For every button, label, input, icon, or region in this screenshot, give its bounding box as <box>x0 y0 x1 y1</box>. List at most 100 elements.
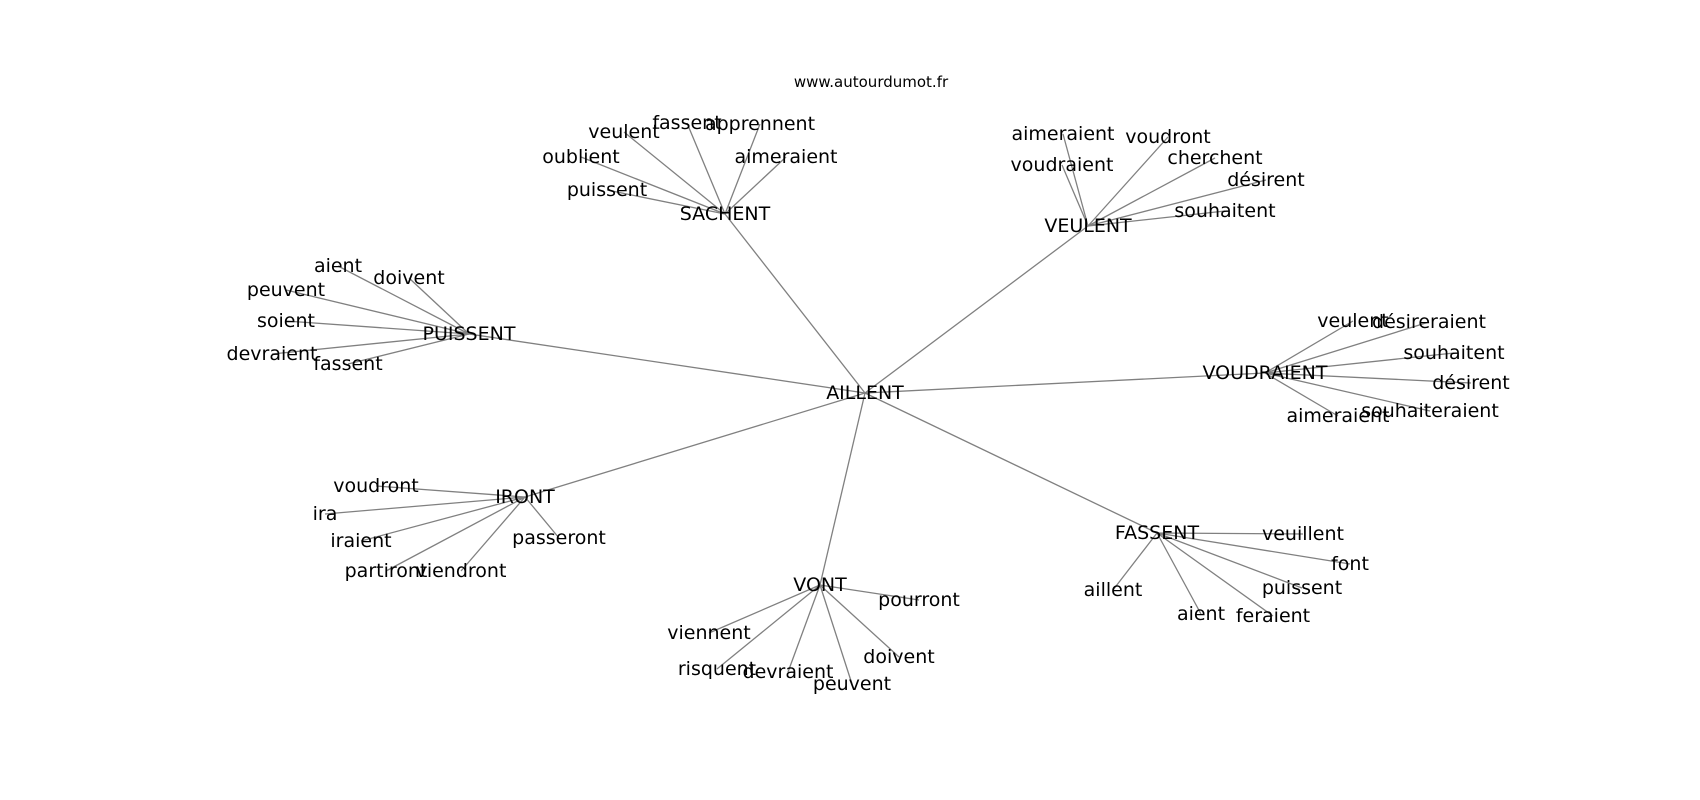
edge-vont-leaf <box>819 584 853 685</box>
edge-iront-leaf <box>460 496 526 572</box>
leaf-word[interactable]: voudront <box>1125 126 1210 148</box>
leaf-word[interactable]: voudront <box>333 475 418 497</box>
edge-veulent-leaf <box>1087 179 1267 227</box>
edge-vont-leaf <box>708 584 821 634</box>
edge-voudraient-leaf <box>1264 372 1339 417</box>
edge-veulent-leaf <box>1087 157 1216 227</box>
edge-vont-leaf <box>787 584 821 673</box>
edge-fassent-leaf <box>1156 532 1274 617</box>
leaf-word[interactable]: aillent <box>1084 579 1143 601</box>
leaf-word[interactable]: désirent <box>1432 372 1510 394</box>
hub-word-vont[interactable]: VONT <box>793 574 847 596</box>
leaf-word[interactable]: soient <box>257 310 315 332</box>
leaf-word[interactable]: aimeraient <box>1286 405 1389 427</box>
leaf-word[interactable]: peuvent <box>813 673 891 695</box>
leaf-word[interactable]: puissent <box>1262 577 1342 599</box>
hub-word-veulent[interactable]: VEULENT <box>1044 215 1132 237</box>
edge-fassent-leaf <box>1156 532 1303 589</box>
leaf-word[interactable]: aient <box>1177 603 1225 625</box>
leaf-word[interactable]: viennent <box>667 622 750 644</box>
edge-sachent-leaf <box>724 123 761 215</box>
edge-puissent-leaf <box>285 289 470 335</box>
edge-center-iront <box>524 392 866 498</box>
edge-center-sachent <box>724 213 866 394</box>
leaf-word[interactable]: ira <box>313 503 338 525</box>
edge-fassent-leaf <box>1156 532 1202 615</box>
leaf-word[interactable]: aient <box>314 255 362 277</box>
edge-iront-leaf <box>375 485 526 498</box>
leaf-word[interactable]: puissent <box>567 179 647 201</box>
leaf-word[interactable]: voudraient <box>1011 154 1114 176</box>
edge-center-voudraient <box>864 372 1266 394</box>
leaf-word[interactable]: viendront <box>416 560 507 582</box>
leaf-word[interactable]: font <box>1331 553 1369 575</box>
edge-puissent-leaf <box>285 320 470 335</box>
edge-veulent-leaf <box>1087 136 1169 227</box>
leaf-word[interactable]: cherchent <box>1167 147 1262 169</box>
leaf-word[interactable]: devraient <box>227 343 318 365</box>
hub-word-puissent[interactable]: PUISSENT <box>423 323 516 345</box>
leaf-word[interactable]: pourront <box>878 589 960 611</box>
edge-fassent-leaf <box>1156 532 1304 535</box>
edge-vont-leaf <box>819 584 920 601</box>
edge-sachent-leaf <box>724 156 787 215</box>
edge-fassent-leaf <box>1112 532 1158 591</box>
leaf-word[interactable]: veulent <box>588 121 659 143</box>
leaf-word[interactable]: apprennent <box>705 113 815 135</box>
leaf-word[interactable]: souhaiteraient <box>1361 400 1499 422</box>
edge-veulent-leaf <box>1061 164 1089 227</box>
leaf-word[interactable]: veulent <box>1317 310 1388 332</box>
edge-puissent-leaf <box>347 333 470 365</box>
edge-vont-leaf <box>819 584 900 658</box>
hub-word-fassent[interactable]: FASSENT <box>1115 522 1200 544</box>
edge-center-fassent <box>864 392 1158 534</box>
edge-sachent-leaf <box>606 189 726 215</box>
edge-iront-leaf <box>360 496 526 542</box>
leaf-word[interactable]: iraient <box>330 530 391 552</box>
hub-word-iront[interactable]: IRONT <box>495 486 555 508</box>
edge-vont-leaf <box>716 584 821 670</box>
edge-voudraient-leaf <box>1264 372 1472 384</box>
edge-center-puissent <box>468 333 866 394</box>
hub-word-voudraient[interactable]: VOUDRAIENT <box>1202 362 1327 384</box>
edge-sachent-leaf <box>623 131 726 215</box>
edges-layer <box>271 122 1472 685</box>
leaf-word[interactable]: oublient <box>542 146 619 168</box>
leaf-word[interactable]: aimeraient <box>1011 123 1114 145</box>
edge-puissent-leaf <box>271 333 470 355</box>
leaf-word[interactable]: risquent <box>678 658 756 680</box>
leaf-word[interactable]: devraient <box>743 661 834 683</box>
edge-center-vont <box>819 392 866 586</box>
edge-iront-leaf <box>324 496 526 515</box>
edge-puissent-leaf <box>337 265 470 335</box>
hub-word-sachent[interactable]: SACHENT <box>680 203 771 225</box>
edge-sachent-leaf <box>580 156 726 215</box>
leaf-word[interactable]: souhaitent <box>1403 342 1504 364</box>
leaf-word[interactable]: souhaitent <box>1174 200 1275 222</box>
leaf-word[interactable]: doivent <box>863 646 934 668</box>
site-url[interactable]: www.autourdumot.fr <box>794 73 949 91</box>
leaf-word[interactable]: aimeraient <box>734 146 837 168</box>
leaf-word[interactable]: partiront <box>345 560 428 582</box>
edge-fassent-leaf <box>1156 532 1351 565</box>
leaf-word[interactable]: passeront <box>512 527 606 549</box>
leaf-word[interactable]: feraient <box>1236 605 1310 627</box>
edge-iront-leaf <box>385 496 526 572</box>
leaf-word[interactable]: désireraient <box>1372 311 1486 333</box>
center-word[interactable]: AILLENT <box>826 382 904 404</box>
leaf-word[interactable]: désirent <box>1227 169 1305 191</box>
edge-veulent-leaf <box>1062 133 1089 227</box>
edge-iront-leaf <box>524 496 560 539</box>
edge-voudraient-leaf <box>1264 321 1430 374</box>
edge-voudraient-leaf <box>1264 352 1455 374</box>
edge-center-veulent <box>864 225 1089 394</box>
leaf-word[interactable]: veuillent <box>1262 523 1344 545</box>
leaf-word[interactable]: peuvent <box>247 279 325 301</box>
leaf-word[interactable]: doivent <box>373 267 444 289</box>
edge-sachent-leaf <box>686 122 726 215</box>
leaf-word[interactable]: fassent <box>313 353 382 375</box>
edge-veulent-leaf <box>1087 210 1226 227</box>
leaf-word[interactable]: fassent <box>652 112 721 134</box>
